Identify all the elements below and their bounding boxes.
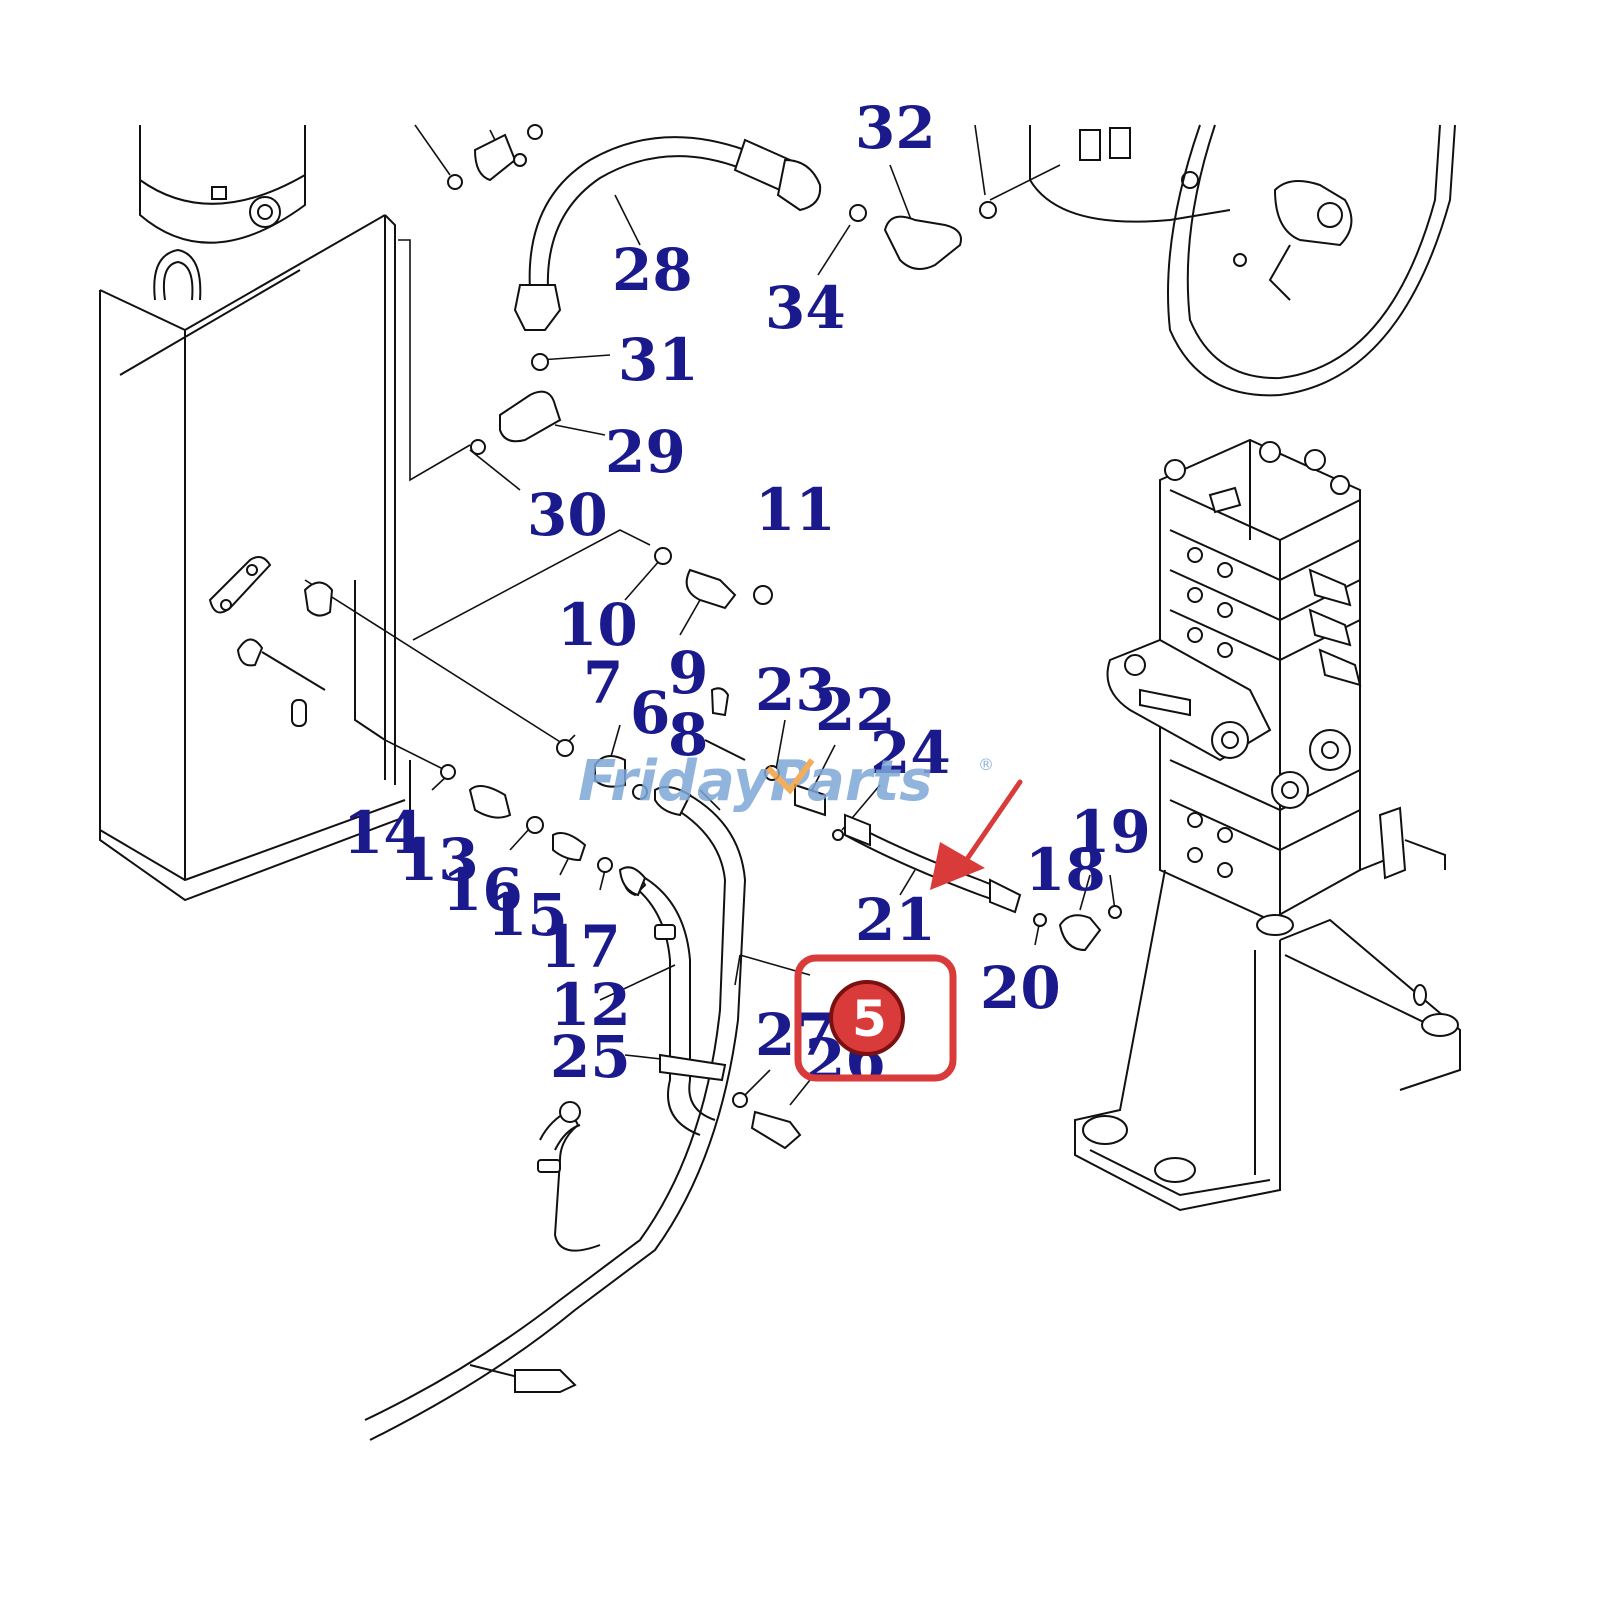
callout-18: 18 (1025, 836, 1106, 904)
badge-circle (829, 980, 905, 1056)
callout-labels: 32 28 34 31 29 30 11 10 7 9 6 8 23 22 24… (343, 94, 1151, 1094)
callout-21: 21 (855, 886, 936, 954)
watermark-swoosh (765, 758, 815, 795)
callout-32: 32 (855, 94, 936, 162)
callout-22: 22 (815, 676, 896, 744)
callout-8: 8 (668, 701, 708, 769)
callout-20: 20 (980, 954, 1061, 1022)
callout-16: 16 (442, 856, 523, 924)
callout-31: 31 (618, 326, 699, 394)
callout-23: 23 (755, 656, 836, 724)
highlight-arrow (930, 779, 1023, 890)
top-hose-assembly (447, 124, 997, 455)
callout-34: 34 (765, 274, 846, 342)
callout-12: 12 (550, 971, 631, 1039)
callout-28: 28 (612, 236, 693, 304)
callout-25: 25 (550, 1023, 631, 1091)
hydraulic-tank (99, 125, 411, 902)
callout-10: 10 (557, 591, 638, 659)
callout-6: 6 (630, 679, 670, 747)
callout-15: 15 (487, 881, 568, 949)
highlight-box: 5 (794, 954, 957, 1082)
control-valve (1074, 438, 1461, 1212)
lower-hoses (364, 785, 802, 1441)
callout-24: 24 (870, 719, 951, 787)
callout-29: 29 (605, 418, 686, 486)
callout-11: 11 (755, 476, 836, 544)
callout-7: 7 (583, 649, 623, 717)
watermark-word-1: Friday (578, 749, 772, 814)
watermark-registered-mark: ® (978, 755, 994, 774)
watermark-logo: FridayParts ® (578, 749, 994, 814)
callout-30: 30 (527, 481, 608, 549)
svg-text:FridayParts: FridayParts (578, 749, 933, 814)
highlight-badge-number: 5 (852, 990, 887, 1048)
callout-19: 19 (1070, 798, 1151, 866)
callout-14: 14 (343, 799, 424, 867)
callout-13: 13 (398, 826, 479, 894)
pump-flywheel (1029, 124, 1456, 397)
callout-17: 17 (540, 913, 621, 981)
callout-9: 9 (668, 639, 708, 707)
